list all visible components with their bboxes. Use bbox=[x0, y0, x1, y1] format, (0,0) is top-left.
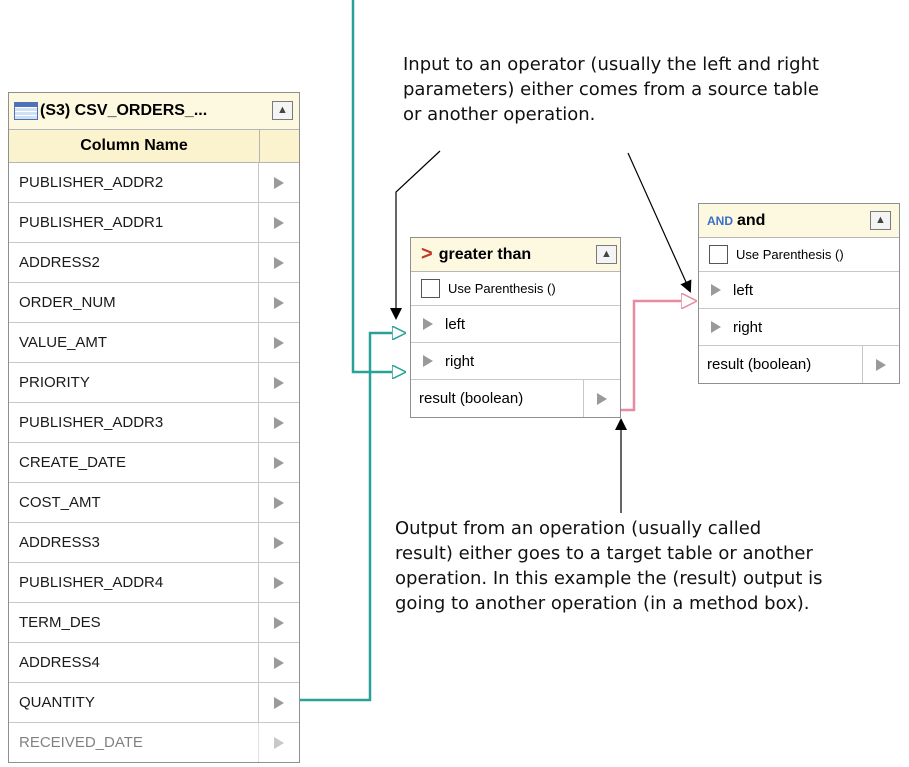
port-arrow-icon[interactable] bbox=[274, 696, 284, 709]
output-note-line-1: Output from an operation (usually called bbox=[395, 518, 762, 539]
table-row[interactable]: PRIORITY bbox=[9, 363, 299, 403]
output-annotation: Output from an operation (usually called… bbox=[395, 516, 905, 616]
port-arrow-icon[interactable] bbox=[274, 416, 284, 429]
greater-than-icon: > bbox=[421, 243, 433, 265]
port-arrow-icon[interactable] bbox=[274, 176, 284, 189]
column-name: ORDER_NUM bbox=[9, 283, 259, 322]
column-name: PRIORITY bbox=[9, 363, 259, 402]
input-note-line-3: or another operation. bbox=[403, 104, 596, 125]
collapse-icon[interactable]: ▲ bbox=[870, 211, 891, 230]
input-note-line-2: parameters) either comes from a source t… bbox=[403, 79, 819, 100]
table-header[interactable]: (S3) CSV_ORDERS_... ▲ bbox=[9, 93, 299, 130]
and-box[interactable]: AND and ▲ Use Parenthesis () left right … bbox=[698, 203, 900, 384]
column-name: ADDRESS4 bbox=[9, 643, 259, 682]
table-row[interactable]: VALUE_AMT bbox=[9, 323, 299, 363]
port-arrow-icon[interactable] bbox=[274, 376, 284, 389]
greater-than-box[interactable]: > greater than ▲ Use Parenthesis () left… bbox=[410, 237, 621, 418]
table-row[interactable]: PUBLISHER_ADDR1 bbox=[9, 203, 299, 243]
port-arrow-icon[interactable] bbox=[274, 656, 284, 669]
port-arrow-icon[interactable] bbox=[711, 321, 721, 333]
table-row[interactable]: TERM_DES bbox=[9, 603, 299, 643]
table-row[interactable]: RECEIVED_DATE bbox=[9, 723, 299, 762]
table-row[interactable]: PUBLISHER_ADDR4 bbox=[9, 563, 299, 603]
table-row[interactable]: CREATE_DATE bbox=[9, 443, 299, 483]
param-right-label: right bbox=[733, 318, 763, 336]
result-label: result (boolean) bbox=[411, 380, 584, 417]
port-arrow-icon[interactable] bbox=[423, 355, 433, 367]
column-name: PUBLISHER_ADDR2 bbox=[9, 163, 259, 202]
collapse-icon[interactable]: ▲ bbox=[596, 245, 617, 264]
checkbox-icon[interactable] bbox=[421, 279, 440, 298]
table-row[interactable]: PUBLISHER_ADDR3 bbox=[9, 403, 299, 443]
use-parenthesis-label: Use Parenthesis () bbox=[448, 281, 556, 296]
greater-than-title: greater than bbox=[438, 245, 532, 263]
output-note-line-2: result) either goes to a target table or… bbox=[395, 543, 813, 564]
column-name: COST_AMT bbox=[9, 483, 259, 522]
port-arrow-icon[interactable] bbox=[274, 736, 284, 749]
param-left-label: left bbox=[445, 315, 466, 333]
param-right-label: right bbox=[445, 352, 475, 370]
and-title: and bbox=[737, 211, 766, 229]
param-right[interactable]: right bbox=[699, 309, 899, 346]
port-arrow-icon[interactable] bbox=[274, 296, 284, 309]
result-row[interactable]: result (boolean) bbox=[699, 346, 899, 383]
param-right[interactable]: right bbox=[411, 343, 620, 380]
column-header-row: Column Name bbox=[9, 130, 299, 163]
port-arrow-icon[interactable] bbox=[274, 496, 284, 509]
port-arrow-icon[interactable] bbox=[274, 536, 284, 549]
output-note-line-4: going to another operation (in a method … bbox=[395, 593, 810, 614]
column-name: QUANTITY bbox=[9, 683, 259, 722]
table-row[interactable]: ORDER_NUM bbox=[9, 283, 299, 323]
output-note-line-3: operation. In this example the (result) … bbox=[395, 568, 823, 589]
result-row[interactable]: result (boolean) bbox=[411, 380, 620, 417]
input-note-line-1: Input to an operator (usually the left a… bbox=[403, 54, 820, 75]
column-name: ADDRESS2 bbox=[9, 243, 259, 282]
callout-input-arrow-right bbox=[627, 152, 692, 293]
column-name: TERM_DES bbox=[9, 603, 259, 642]
result-label: result (boolean) bbox=[699, 346, 863, 383]
port-arrow-icon[interactable] bbox=[274, 616, 284, 629]
and-header[interactable]: AND and ▲ bbox=[699, 204, 899, 238]
column-name: PUBLISHER_ADDR1 bbox=[9, 203, 259, 242]
greater-than-header[interactable]: > greater than ▲ bbox=[411, 238, 620, 272]
table-row[interactable]: COST_AMT bbox=[9, 483, 299, 523]
table-row[interactable]: ADDRESS3 bbox=[9, 523, 299, 563]
column-name: PUBLISHER_ADDR3 bbox=[9, 403, 259, 442]
table-row[interactable]: QUANTITY bbox=[9, 683, 299, 723]
wire-quantity-to-left bbox=[298, 333, 404, 702]
checkbox-icon[interactable] bbox=[709, 245, 728, 264]
table-row[interactable]: PUBLISHER_ADDR2 bbox=[9, 163, 299, 203]
port-arrow-icon[interactable] bbox=[274, 576, 284, 589]
param-left[interactable]: left bbox=[411, 306, 620, 343]
wire-result-to-and-left bbox=[619, 301, 695, 412]
table-icon bbox=[14, 102, 38, 120]
table-row[interactable]: ADDRESS4 bbox=[9, 643, 299, 683]
source-table: (S3) CSV_ORDERS_... ▲ Column Name PUBLIS… bbox=[8, 92, 300, 763]
port-arrow-icon[interactable] bbox=[423, 318, 433, 330]
use-parenthesis-row[interactable]: Use Parenthesis () bbox=[699, 238, 899, 272]
wire-top-to-right bbox=[351, 0, 404, 372]
port-arrow-icon[interactable] bbox=[711, 284, 721, 296]
table-title: (S3) CSV_ORDERS_... bbox=[40, 102, 208, 119]
input-annotation: Input to an operator (usually the left a… bbox=[403, 52, 903, 127]
and-icon: AND bbox=[707, 213, 733, 228]
param-left-label: left bbox=[733, 281, 754, 299]
column-name: RECEIVED_DATE bbox=[9, 723, 259, 762]
port-arrow-icon[interactable] bbox=[274, 256, 284, 269]
port-arrow-icon[interactable] bbox=[274, 456, 284, 469]
column-name-header: Column Name bbox=[9, 130, 260, 162]
param-left[interactable]: left bbox=[699, 272, 899, 309]
collapse-icon[interactable]: ▲ bbox=[272, 101, 293, 120]
column-name: VALUE_AMT bbox=[9, 323, 259, 362]
port-arrow-icon[interactable] bbox=[597, 392, 607, 405]
column-name: ADDRESS3 bbox=[9, 523, 259, 562]
port-arrow-icon[interactable] bbox=[274, 216, 284, 229]
use-parenthesis-label: Use Parenthesis () bbox=[736, 247, 844, 262]
table-row[interactable]: ADDRESS2 bbox=[9, 243, 299, 283]
port-arrow-icon[interactable] bbox=[876, 358, 886, 371]
column-name: CREATE_DATE bbox=[9, 443, 259, 482]
port-arrow-icon[interactable] bbox=[274, 336, 284, 349]
use-parenthesis-row[interactable]: Use Parenthesis () bbox=[411, 272, 620, 306]
column-name: PUBLISHER_ADDR4 bbox=[9, 563, 259, 602]
